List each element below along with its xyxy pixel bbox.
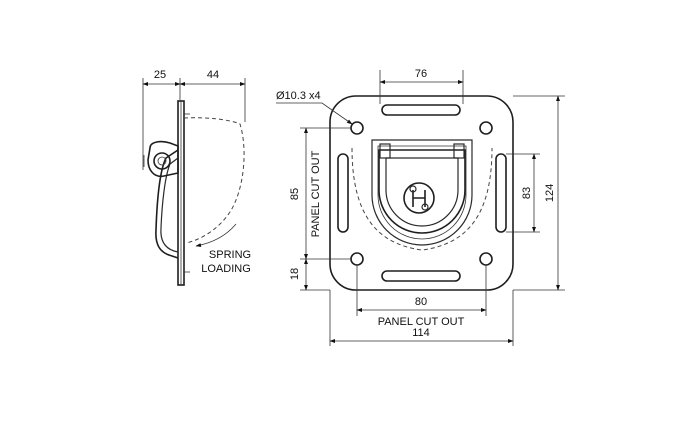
d-ring	[378, 149, 466, 234]
dim-label-85: 85	[289, 188, 301, 200]
ring-sweep-dashed	[351, 147, 493, 251]
mounting-hole	[479, 121, 493, 135]
mounting-hole	[350, 252, 364, 266]
front-view: Ø10.3 x4 76 85 18 PANEL CUT OUT 83 124 8…	[276, 68, 565, 346]
side-ring-bracket	[147, 140, 179, 178]
dim-label-25: 25	[154, 69, 166, 81]
mounting-hole	[479, 252, 493, 266]
recess-pan	[371, 139, 473, 246]
dim-label-114: 114	[412, 327, 430, 339]
strap-slots	[337, 104, 507, 282]
slot-bottom	[381, 270, 461, 282]
hole-callout-leader	[276, 102, 353, 125]
side-cup-body	[155, 149, 179, 259]
dim-label-124: 124	[544, 184, 556, 202]
dim-label-76: 76	[415, 68, 427, 80]
side-view: 25 44 SPRING LOADING	[142, 69, 251, 286]
slot-top	[381, 104, 461, 116]
front-plate-outline	[329, 95, 514, 291]
dim-label-18: 18	[289, 268, 301, 280]
dim-label-83: 83	[521, 187, 533, 199]
panel-cutout-vertical-label: PANEL CUT OUT	[310, 150, 322, 237]
slot-right	[495, 153, 507, 233]
dim-label-80: 80	[415, 296, 427, 308]
spring-ring-dashed-arc	[183, 117, 245, 244]
mounting-hole	[350, 121, 364, 135]
spring-label-line2: LOADING	[201, 263, 251, 275]
center-stud	[403, 182, 435, 214]
spring-label-line1: SPRING	[209, 249, 251, 261]
panel-cutout-horizontal-label: PANEL CUT OUT	[378, 316, 465, 328]
side-pivot-bolt	[153, 152, 171, 170]
dim-label-44: 44	[207, 69, 219, 81]
hinge-left	[379, 143, 391, 159]
hinge-right	[453, 143, 465, 159]
hole-callout-label: Ø10.3 x4	[276, 90, 321, 102]
spring-direction-arrow	[195, 223, 237, 247]
slot-left	[337, 153, 349, 233]
